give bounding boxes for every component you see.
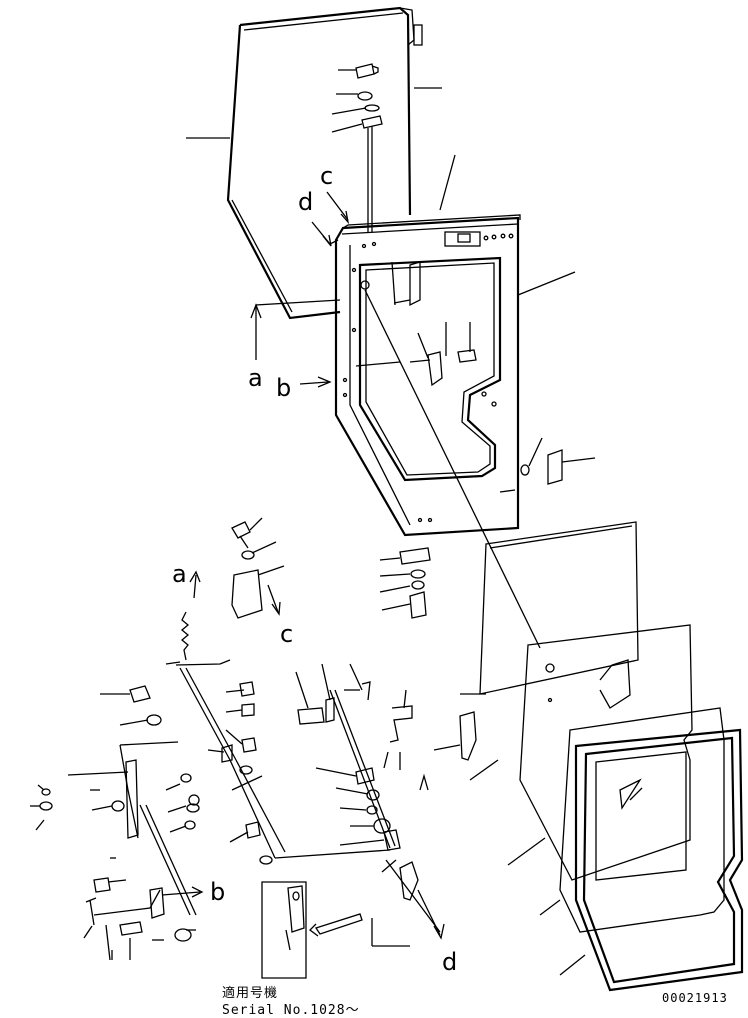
callout-arrows-bottom xyxy=(385,859,441,933)
callout-b-low: b xyxy=(210,878,226,906)
callout-d-low: d xyxy=(442,948,458,976)
latch-cluster xyxy=(295,663,477,940)
callout-b-top: b xyxy=(276,374,292,402)
top-bolt-stack xyxy=(355,63,383,232)
glass-panel-1 xyxy=(460,521,639,695)
callout-d-top: d xyxy=(298,188,314,216)
middle-bolt-group xyxy=(231,517,431,619)
callout-arrows-top xyxy=(250,191,350,388)
inset-detail xyxy=(261,881,410,979)
door-panel xyxy=(334,214,563,649)
drawing-number: 00021913 xyxy=(662,991,728,1005)
top-leaders xyxy=(186,69,576,296)
left-leaders xyxy=(30,661,263,960)
callout-c-mid: c xyxy=(280,620,294,648)
door-panel-leaders xyxy=(355,261,596,493)
wire-guard-frame xyxy=(226,6,423,320)
callout-c-top: c xyxy=(320,162,334,190)
callout-a-mid: a xyxy=(172,560,187,588)
applicability-label: 適用号機 xyxy=(222,986,279,1001)
glass-panel-2 xyxy=(469,624,693,881)
serial-number: Serial No.1028～ xyxy=(222,1003,360,1018)
door-glass-window xyxy=(539,728,744,992)
callout-a-top: a xyxy=(248,364,263,392)
left-parts-cluster xyxy=(39,685,204,961)
spring-and-rods xyxy=(175,570,413,865)
glass-panel-3 xyxy=(507,707,725,933)
